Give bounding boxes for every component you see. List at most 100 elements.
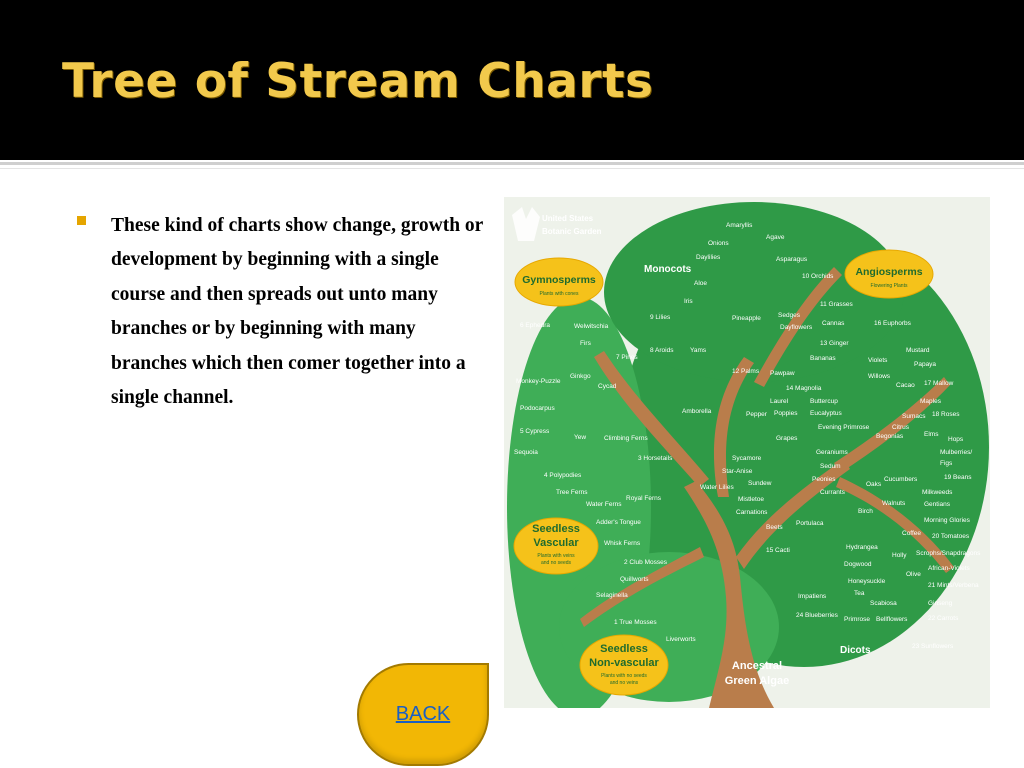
- label-yams: Yams: [690, 347, 707, 354]
- group-seedless-nonvascular-sub2: and no veins: [610, 680, 639, 686]
- tag-cypress: 5 Cypress: [520, 428, 550, 435]
- label-sumacs: Sumacs: [902, 413, 926, 420]
- group-bubbles: [513, 249, 934, 696]
- tag-euphorbs: 16 Euphorbs: [874, 320, 912, 327]
- bubble-seedless-nonvascular: [579, 634, 669, 696]
- tag-polypodies: 4 Polypodies: [544, 472, 582, 479]
- label-beets: Beets: [766, 524, 783, 531]
- header-divider-thin: [0, 168, 1024, 169]
- label-snapdragons: Scrophs/Snapdragons: [916, 550, 981, 557]
- label-impatiens: Impatiens: [798, 593, 827, 600]
- label-pawpaw: Pawpaw: [770, 370, 795, 377]
- label-cycad: Cycad: [598, 383, 617, 390]
- label-ginseng: Ginseng: [928, 600, 953, 607]
- label-scabiosa: Scabiosa: [870, 600, 897, 607]
- tag-mints: 21 Mints/Verbena: [928, 582, 979, 589]
- label-portulaca: Portulaca: [796, 520, 824, 527]
- tree-trunk: [580, 267, 954, 708]
- label-sundew: Sundew: [748, 480, 772, 487]
- group-angiosperms-sub: Flowering Plants: [871, 283, 908, 289]
- label-tea: Tea: [854, 590, 865, 597]
- group-angiosperms: Angiosperms: [855, 266, 922, 278]
- label-honeysuckle: Honeysuckle: [848, 578, 886, 585]
- group-root-2: Green Algae: [725, 675, 789, 687]
- label-climbing-ferns: Climbing Ferns: [604, 435, 648, 442]
- group-monocots: Monocots: [644, 264, 692, 275]
- label-poppies: Poppies: [774, 410, 798, 417]
- label-sedum: Sedum: [820, 463, 841, 470]
- label-morning-glories: Morning Glories: [924, 517, 971, 524]
- label-amborella: Amborella: [682, 408, 712, 415]
- label-aloe: Aloe: [694, 280, 707, 287]
- label-selaginella: Selaginella: [596, 592, 628, 599]
- label-eucalyptus: Eucalyptus: [810, 410, 843, 417]
- back-button[interactable]: BACK: [357, 663, 489, 766]
- group-gymnosperms: Gymnosperms: [522, 274, 596, 286]
- label-birch: Birch: [858, 508, 873, 515]
- label-sycamore: Sycamore: [732, 455, 762, 462]
- label-violets: Violets: [868, 357, 888, 364]
- label-begonias: Begonias: [876, 433, 904, 440]
- label-sequoia: Sequoia: [514, 449, 538, 456]
- label-podocarpus: Podocarpus: [520, 405, 555, 412]
- slide-title: Tree of Stream Charts: [62, 54, 654, 109]
- label-whisk-ferns: Whisk Ferns: [604, 540, 641, 547]
- tag-true-mosses: 1 True Mosses: [614, 619, 657, 626]
- tag-palms: 12 Palms: [732, 368, 760, 375]
- label-laurel: Laurel: [770, 398, 789, 405]
- label-maples: Maples: [920, 398, 942, 405]
- label-african-violets: African-Violets: [928, 565, 971, 572]
- canopy-top: [604, 202, 904, 382]
- label-quillworts: Quillworts: [620, 576, 649, 583]
- tag-ephedra: 6 Ephedra: [520, 322, 550, 329]
- group-seedless-nonvascular-sub1: Plants with no seeds: [601, 673, 647, 679]
- label-milkweeds: Milkweeds: [922, 489, 953, 496]
- label-currants: Currants: [820, 489, 846, 496]
- label-gentians: Gentians: [924, 501, 951, 508]
- label-carnations: Carnations: [736, 509, 768, 516]
- botanic-garden-logo: United States Botanic Garden: [512, 207, 602, 241]
- label-bellflowers: Bellflowers: [876, 616, 908, 623]
- logo-line-1: United States: [542, 214, 594, 223]
- group-seedless-vascular-2: Vascular: [533, 537, 579, 549]
- label-welwitschia: Welwitschia: [574, 323, 609, 330]
- tag-blueberries: 24 Blueberries: [796, 612, 839, 619]
- label-buttercup: Buttercup: [810, 398, 838, 405]
- label-mustard: Mustard: [906, 347, 930, 354]
- label-dayflowers: Dayflowers: [780, 324, 813, 331]
- back-link[interactable]: BACK: [395, 703, 451, 725]
- label-agave: Agave: [766, 234, 785, 241]
- label-star-anise: Star-Anise: [722, 468, 753, 475]
- label-olive: Olive: [906, 571, 921, 578]
- tag-cacti: 15 Cacti: [766, 547, 790, 554]
- label-willows: Willows: [868, 373, 891, 380]
- label-liverworts: Liverworts: [666, 636, 696, 643]
- group-seedless-vascular-sub1: Plants with veins: [537, 553, 575, 559]
- label-figs: Figs: [940, 460, 953, 467]
- slide-body-text: These kind of charts show change, growth…: [111, 215, 483, 409]
- label-mistletoe: Mistletoe: [738, 496, 764, 503]
- group-seedless-vascular-sub2: and no seeds: [541, 560, 572, 566]
- label-evening-primrose: Evening Primrose: [818, 424, 870, 431]
- label-mulberries: Mulberries/: [940, 449, 972, 456]
- group-seedless-nonvascular-1: Seedless: [600, 643, 648, 655]
- tag-gingers: 13 Ginger: [820, 340, 849, 347]
- tree-canopy: [507, 202, 989, 708]
- label-cucumbers: Cucumbers: [884, 476, 918, 483]
- group-seedless-nonvascular-2: Non-vascular: [589, 657, 659, 669]
- tag-grasses: 11 Grasses: [820, 301, 854, 308]
- tag-sunflowers: 23 Sunflowers: [912, 643, 954, 650]
- group-root-1: Ancestral: [732, 660, 782, 672]
- label-monkey-puzzle: Monkey-Puzzle: [516, 378, 561, 385]
- tag-aroids: 8 Aroids: [650, 347, 674, 354]
- label-ginkgo: Ginkgo: [570, 373, 591, 380]
- label-primrose: Primrose: [844, 616, 870, 623]
- label-royal-ferns: Royal Ferns: [626, 495, 662, 502]
- tag-orchids: 10 Orchids: [802, 273, 834, 280]
- bubble-gymnosperms: [514, 257, 604, 307]
- label-onions: Onions: [708, 240, 729, 247]
- tag-mallow: 17 Mallow: [924, 380, 954, 387]
- tag-roses: 18 Roses: [932, 411, 960, 418]
- label-daylilies: Daylilies: [696, 254, 721, 261]
- label-bananas: Bananas: [810, 355, 836, 362]
